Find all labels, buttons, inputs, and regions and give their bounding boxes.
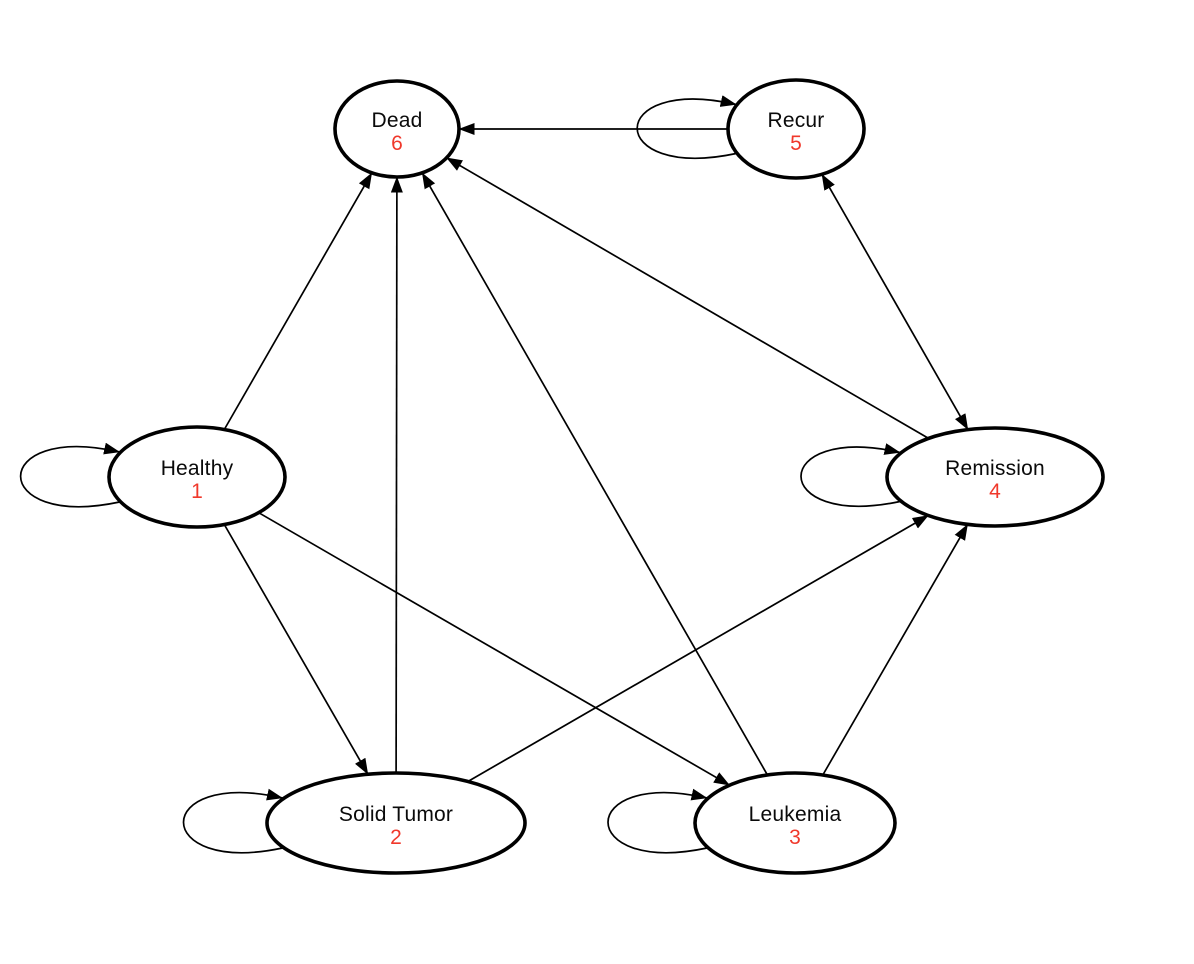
edge-solid_tumor-to-remission <box>467 514 929 783</box>
node-leukemia-number: 3 <box>789 826 801 849</box>
node-solid_tumor-ellipse <box>265 771 527 875</box>
node-solid_tumor-number: 2 <box>390 826 402 849</box>
node-healthy-label: Healthy <box>161 457 234 480</box>
node-solid_tumor-label: Solid Tumor <box>339 803 453 826</box>
node-remission-label: Remission <box>945 457 1045 480</box>
self-loop-recur <box>636 95 737 159</box>
edge-solid_tumor-to-dead <box>390 176 403 774</box>
edge-healthy-to-dead <box>223 172 373 430</box>
edges-layer <box>19 95 969 854</box>
node-recur-label: Recur <box>767 109 824 132</box>
self-loop-solid_tumor <box>182 788 283 854</box>
self-loop-healthy <box>19 442 121 508</box>
node-recur-ellipse <box>726 78 866 180</box>
node-healthy-number: 1 <box>191 480 203 503</box>
edge-healthy-to-solid_tumor <box>223 524 369 775</box>
edge-remission-to-dead <box>446 157 930 440</box>
edge-leukemia-to-remission <box>822 523 969 776</box>
node-recur-number: 5 <box>790 132 802 155</box>
edge-remission-to-recur-bidirectional <box>821 173 969 431</box>
node-healthy-ellipse <box>107 425 287 529</box>
node-dead-number: 6 <box>391 132 403 155</box>
self-loop-remission <box>800 443 901 507</box>
self-loop-leukemia <box>607 788 708 854</box>
node-dead-ellipse <box>333 79 461 179</box>
node-leukemia-ellipse <box>693 771 897 875</box>
node-remission-number: 4 <box>989 480 1001 503</box>
node-remission-ellipse <box>885 426 1105 528</box>
edge-leukemia-to-dead <box>421 172 769 776</box>
node-leukemia-label: Leukemia <box>749 803 842 826</box>
node-dead-label: Dead <box>371 109 422 132</box>
edge-healthy-to-leukemia <box>258 511 731 786</box>
